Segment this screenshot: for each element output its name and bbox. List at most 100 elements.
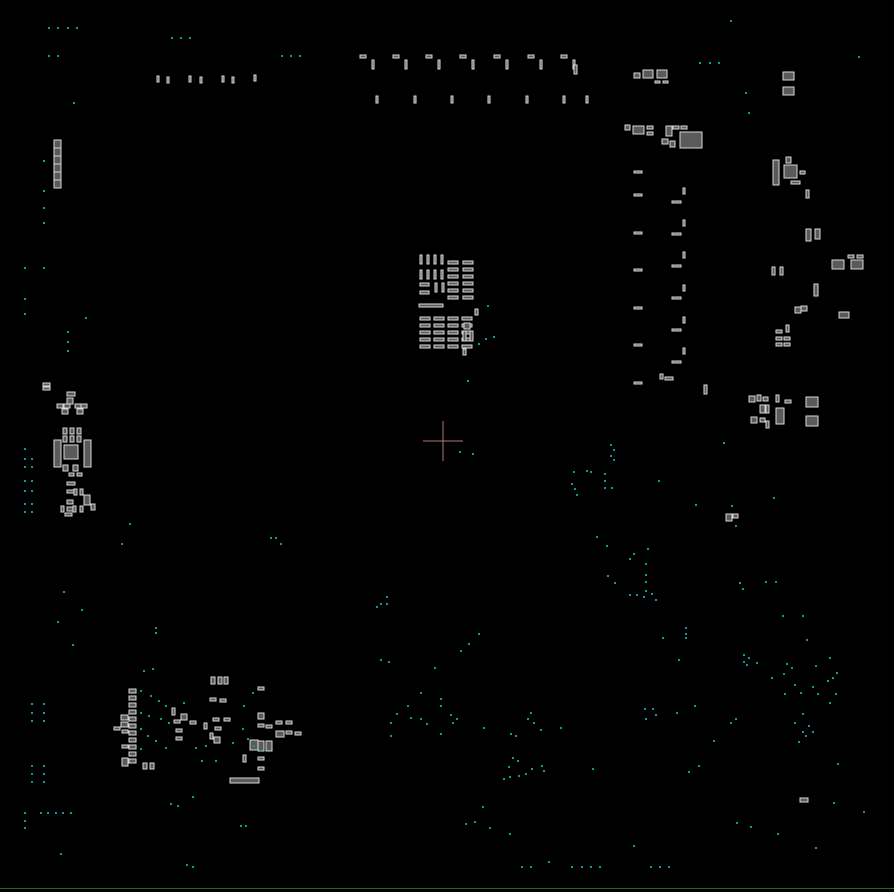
via — [189, 37, 191, 39]
via — [192, 796, 194, 798]
component-pad — [83, 494, 91, 506]
component-pad — [682, 347, 686, 355]
via — [518, 775, 520, 777]
component-pad — [231, 76, 235, 84]
canvas-border — [0, 888, 894, 889]
via — [777, 833, 779, 835]
component-pad — [128, 737, 137, 743]
component-pad — [765, 420, 770, 429]
via — [647, 548, 649, 550]
via — [783, 673, 785, 675]
via — [643, 596, 645, 598]
component-pad — [799, 797, 809, 803]
component-pad — [426, 269, 430, 280]
via — [465, 823, 467, 825]
via — [57, 55, 59, 57]
via — [509, 833, 511, 835]
via — [685, 627, 687, 629]
component-pad — [450, 95, 454, 104]
via — [440, 705, 442, 707]
component-pad — [42, 382, 51, 387]
via — [57, 621, 59, 623]
via — [31, 712, 33, 714]
via — [31, 781, 33, 783]
via — [765, 581, 767, 583]
component-pad — [73, 488, 78, 496]
component-pad — [560, 54, 568, 59]
component-pad — [285, 720, 293, 725]
component-pad — [682, 187, 686, 195]
component-pad — [419, 269, 423, 280]
component-pad — [419, 344, 431, 349]
via — [232, 742, 234, 744]
via — [40, 812, 42, 814]
component-pad — [525, 95, 529, 104]
via — [745, 92, 747, 94]
component-pad — [60, 505, 65, 513]
via — [180, 37, 182, 39]
component-pad — [682, 251, 686, 259]
component-pad — [646, 131, 654, 136]
component-pad — [562, 95, 566, 104]
component-pad — [69, 435, 75, 443]
via — [440, 698, 442, 700]
component-pad — [646, 125, 654, 130]
component-pad — [257, 766, 265, 771]
via — [730, 722, 732, 724]
component-pad — [128, 716, 137, 722]
component-pad — [794, 306, 802, 314]
component-pad — [64, 512, 73, 517]
component-pad — [771, 266, 776, 276]
via — [170, 803, 172, 805]
via — [434, 667, 436, 669]
via — [798, 741, 800, 743]
component-pad — [253, 74, 257, 82]
via — [604, 487, 606, 489]
component-pad — [505, 59, 509, 70]
component-pad — [664, 376, 674, 381]
component-pad — [219, 698, 227, 703]
component-pad — [80, 403, 88, 409]
component-pad — [375, 95, 379, 104]
component-pad — [188, 75, 192, 83]
component-pad — [156, 75, 160, 83]
via — [155, 740, 157, 742]
via — [858, 56, 860, 58]
via — [43, 160, 45, 162]
component-pad — [725, 513, 733, 522]
via — [24, 267, 26, 269]
via — [140, 712, 142, 714]
via — [452, 722, 454, 724]
component-pad — [672, 125, 680, 130]
component-pad — [775, 394, 780, 403]
via — [450, 714, 452, 716]
component-pad — [437, 59, 441, 70]
via — [806, 639, 808, 641]
via — [576, 494, 578, 496]
via — [183, 702, 185, 704]
component-pad — [665, 125, 673, 137]
via — [31, 511, 33, 513]
via — [43, 712, 45, 714]
via — [148, 715, 150, 717]
component-pad — [180, 713, 188, 721]
via — [440, 733, 442, 735]
component-pad — [805, 228, 812, 242]
via — [410, 717, 412, 719]
component-pad — [199, 76, 203, 84]
component-pad — [633, 170, 643, 174]
via — [150, 695, 152, 697]
component-pad — [782, 86, 795, 96]
component-pad — [756, 394, 762, 402]
component-pad — [419, 282, 430, 287]
component-pad — [462, 274, 474, 279]
component-pad — [433, 254, 437, 265]
via — [129, 523, 131, 525]
via — [802, 615, 804, 617]
component-pad — [128, 758, 137, 764]
via — [386, 596, 388, 598]
component-pad — [539, 59, 543, 70]
via — [659, 866, 661, 868]
